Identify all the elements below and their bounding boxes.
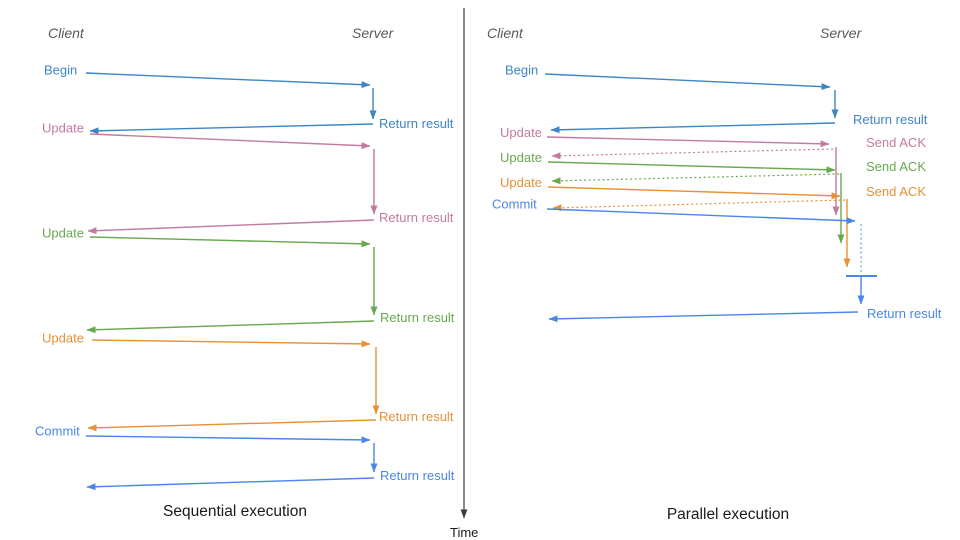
seq-msg-update-2: Update Return result: [42, 226, 455, 334]
request-line: [85, 72, 371, 89]
request-line: [91, 339, 371, 348]
response-line: [86, 320, 375, 334]
message-label: Commit: [492, 197, 537, 212]
seq-msg-commit: Commit Return result: [35, 424, 455, 491]
return-result-label: Return result: [380, 310, 455, 325]
ack-line: [551, 148, 834, 160]
response-line: [89, 123, 374, 135]
time-axis: Time: [450, 8, 478, 540]
par-msg-begin: Begin Return result: [505, 63, 928, 134]
request-line: [89, 236, 371, 248]
return-result-label: Return result: [379, 116, 454, 131]
time-axis-label: Time: [450, 525, 478, 540]
request-line: [89, 133, 371, 150]
parallel-title: Parallel execution: [667, 506, 789, 523]
sequential-client-header: Client: [48, 25, 85, 41]
message-label: Update: [42, 226, 84, 241]
parallel-client-header: Client: [487, 25, 524, 41]
seq-msg-begin: Begin Return result: [44, 63, 454, 135]
seq-msg-update-3: Update Return result: [42, 331, 454, 432]
sequential-server-header: Server: [352, 25, 395, 41]
send-ack-label: Send ACK: [866, 159, 926, 174]
request-line: [85, 435, 371, 444]
sequential-diagram: Client Server Begin Return result Update…: [35, 25, 455, 520]
response-line: [87, 219, 375, 235]
return-result-label: Return result: [867, 306, 942, 321]
message-label: Update: [500, 150, 542, 165]
request-line: [546, 208, 856, 225]
message-label: Begin: [505, 63, 538, 78]
response-line: [86, 477, 375, 491]
request-line: [547, 186, 841, 200]
par-msg-update-2: Update Send ACK: [500, 150, 926, 244]
message-label: Commit: [35, 424, 80, 439]
message-label: Update: [42, 121, 84, 136]
message-label: Update: [42, 331, 84, 346]
response-line: [87, 419, 377, 432]
response-line: [548, 311, 859, 323]
par-msg-commit: Commit Return result: [492, 197, 942, 323]
response-line: [550, 122, 836, 134]
par-msg-update-3: Update Send ACK: [500, 175, 926, 268]
message-label: Begin: [44, 63, 77, 78]
request-line: [546, 136, 830, 148]
message-label: Update: [500, 125, 542, 140]
sequential-title: Sequential execution: [163, 503, 307, 520]
parallel-diagram: Client Server Begin Return result Update…: [487, 25, 942, 523]
par-msg-update-1: Update Send ACK: [500, 125, 926, 216]
ack-line: [552, 199, 846, 212]
send-ack-label: Send ACK: [866, 135, 926, 150]
send-ack-label: Send ACK: [866, 184, 926, 199]
return-result-label: Return result: [380, 468, 455, 483]
message-label: Update: [500, 175, 542, 190]
return-result-label: Return result: [379, 210, 454, 225]
parallel-server-header: Server: [820, 25, 863, 41]
ack-line: [551, 173, 840, 185]
seq-msg-update-1: Update Return result: [42, 121, 454, 235]
request-line: [547, 161, 836, 174]
return-result-label: Return result: [853, 112, 928, 127]
request-line: [544, 73, 831, 91]
return-result-label: Return result: [379, 409, 454, 424]
